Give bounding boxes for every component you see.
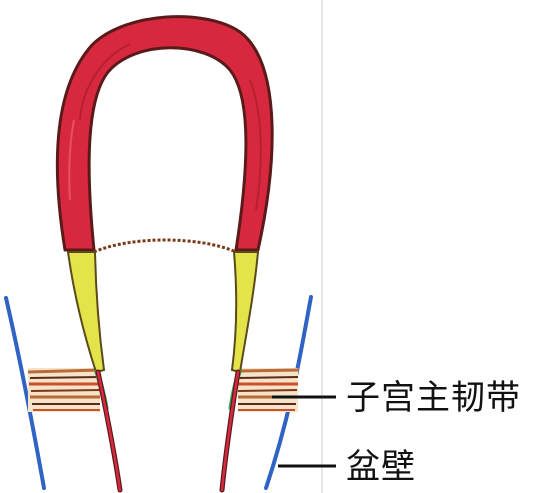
cervix-left <box>66 251 106 374</box>
vaginal-wall-right <box>220 370 240 492</box>
cardinal-ligament-left <box>27 368 101 412</box>
cervix-right <box>230 251 260 374</box>
vaginal-wall <box>95 369 241 493</box>
label-cardinal-ligament: 子宫主韧带 <box>346 378 521 418</box>
pelvic-wall-left <box>4 296 46 490</box>
internal-os-line <box>93 238 237 254</box>
label-pelvic-wall: 盆壁 <box>346 447 416 487</box>
vaginal-wall-left <box>96 370 122 492</box>
cardinal-ligament <box>27 368 300 412</box>
uterine-vessels <box>94 369 242 411</box>
cardinal-ligament-right <box>237 368 300 412</box>
uterus-fundus <box>55 15 274 252</box>
uterus-body <box>55 15 274 252</box>
cervix <box>66 251 260 374</box>
